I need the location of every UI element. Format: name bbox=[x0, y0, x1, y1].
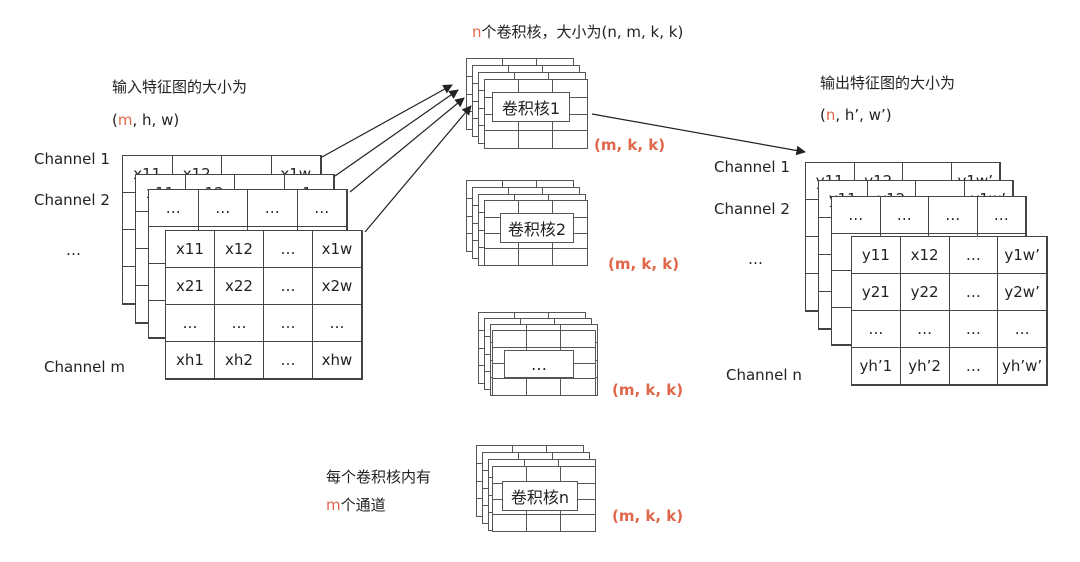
input-channel-label-m: Channel m bbox=[44, 358, 125, 376]
output-shape: (n, h’, w’) bbox=[820, 108, 892, 123]
output-channel-n-grid: y11 x12 … y1w’ y21 y22 … y2w’ … … … … yh… bbox=[851, 236, 1048, 386]
output-cell: … bbox=[852, 311, 901, 348]
output-cell: yh’2 bbox=[900, 348, 950, 385]
input-cell: … bbox=[264, 342, 313, 379]
kernel-n-label: 卷积核n bbox=[502, 481, 578, 511]
kernel-note-m: m bbox=[326, 496, 341, 514]
kernel-3-label: … bbox=[504, 350, 574, 378]
input-mid-cell: … bbox=[149, 190, 199, 227]
output-cell: y11 bbox=[852, 237, 901, 274]
input-title: 输入特征图的大小为 bbox=[112, 78, 248, 96]
input-channel-label-ellipsis: … bbox=[66, 241, 81, 259]
output-cell: y22 bbox=[900, 274, 950, 311]
output-cell: yh’1 bbox=[852, 348, 901, 385]
input-mid-cell: … bbox=[248, 190, 298, 227]
input-shape-open: ( bbox=[112, 111, 118, 129]
output-cell: x12 bbox=[900, 237, 950, 274]
output-cell: … bbox=[900, 311, 950, 348]
input-shape-m: m bbox=[117, 111, 133, 129]
output-channel-label-1: Channel 1 bbox=[714, 158, 790, 176]
output-mid-cell: … bbox=[880, 197, 929, 234]
input-cell: x12 bbox=[215, 231, 264, 268]
kernel-note-rest: 个通道 bbox=[340, 496, 386, 514]
kernels-title-n: n bbox=[472, 23, 482, 41]
output-cell: … bbox=[949, 237, 999, 274]
input-shape: (m, h, w) bbox=[112, 113, 179, 128]
input-cell: x11 bbox=[166, 231, 215, 268]
arrow-input-to-kernel bbox=[349, 97, 465, 193]
output-cell: … bbox=[949, 274, 999, 311]
kernels-title-rest: 个卷积核，大小为(n, m, k, k) bbox=[481, 23, 684, 41]
input-channel-label-2: Channel 2 bbox=[34, 191, 110, 209]
output-cell: … bbox=[949, 311, 999, 348]
input-cell: … bbox=[215, 305, 264, 342]
input-channel-label-1: Channel 1 bbox=[34, 150, 110, 168]
input-cell: … bbox=[264, 231, 313, 268]
kernel-note-line2: m个通道 bbox=[326, 498, 386, 513]
input-cell: … bbox=[264, 268, 313, 305]
input-cell: x2w bbox=[313, 268, 362, 305]
input-cell: xhw bbox=[313, 342, 362, 379]
output-cell: … bbox=[998, 311, 1047, 348]
input-cell: x21 bbox=[166, 268, 215, 305]
arrow-kernel-to-output bbox=[591, 113, 806, 156]
arrow-input-to-kernel bbox=[334, 89, 459, 177]
output-shape-open: ( bbox=[820, 106, 826, 124]
output-mid-cell: … bbox=[929, 197, 978, 234]
output-cell: y21 bbox=[852, 274, 901, 311]
kernel-1-shape: (m, k, k) bbox=[594, 136, 666, 154]
input-cell: … bbox=[166, 305, 215, 342]
input-cell: x22 bbox=[215, 268, 264, 305]
kernel-2-shape: (m, k, k) bbox=[608, 255, 680, 273]
input-cell: xh1 bbox=[166, 342, 215, 379]
output-channel-label-ellipsis: … bbox=[748, 250, 763, 268]
input-cell: x1w bbox=[313, 231, 362, 268]
input-cell: … bbox=[264, 305, 313, 342]
kernel-note-line1: 每个卷积核内有 bbox=[326, 468, 432, 486]
output-channel-label-2: Channel 2 bbox=[714, 200, 790, 218]
output-cell: … bbox=[949, 348, 999, 385]
kernels-title: n个卷积核，大小为(n, m, k, k) bbox=[472, 25, 683, 40]
kernel-1-label: 卷积核1 bbox=[492, 92, 570, 122]
input-cell: … bbox=[313, 305, 362, 342]
kernel-2-label: 卷积核2 bbox=[500, 213, 574, 243]
input-shape-rest: , h, w) bbox=[132, 111, 180, 129]
input-mid-cell: … bbox=[297, 190, 347, 227]
kernel-n-shape: (m, k, k) bbox=[612, 507, 684, 525]
arrow-input-to-kernel bbox=[321, 84, 453, 158]
output-title: 输出特征图的大小为 bbox=[820, 74, 956, 92]
input-cell: xh2 bbox=[215, 342, 264, 379]
output-shape-n: n bbox=[825, 106, 836, 124]
output-mid-cell: … bbox=[977, 197, 1026, 234]
input-mid-cell: … bbox=[198, 190, 248, 227]
kernel-3-shape: (m, k, k) bbox=[612, 381, 684, 399]
input-channel-m-grid: x11 x12 … x1w x21 x22 … x2w … … … … xh1 … bbox=[165, 230, 363, 380]
output-channel-label-n: Channel n bbox=[726, 366, 802, 384]
output-shape-rest: , h’, w’) bbox=[835, 106, 892, 124]
output-cell: y2w’ bbox=[998, 274, 1047, 311]
output-mid-cell: … bbox=[832, 197, 881, 234]
output-cell: yh’w’ bbox=[998, 348, 1047, 385]
arrow-input-to-kernel bbox=[364, 105, 472, 233]
output-cell: y1w’ bbox=[998, 237, 1047, 274]
